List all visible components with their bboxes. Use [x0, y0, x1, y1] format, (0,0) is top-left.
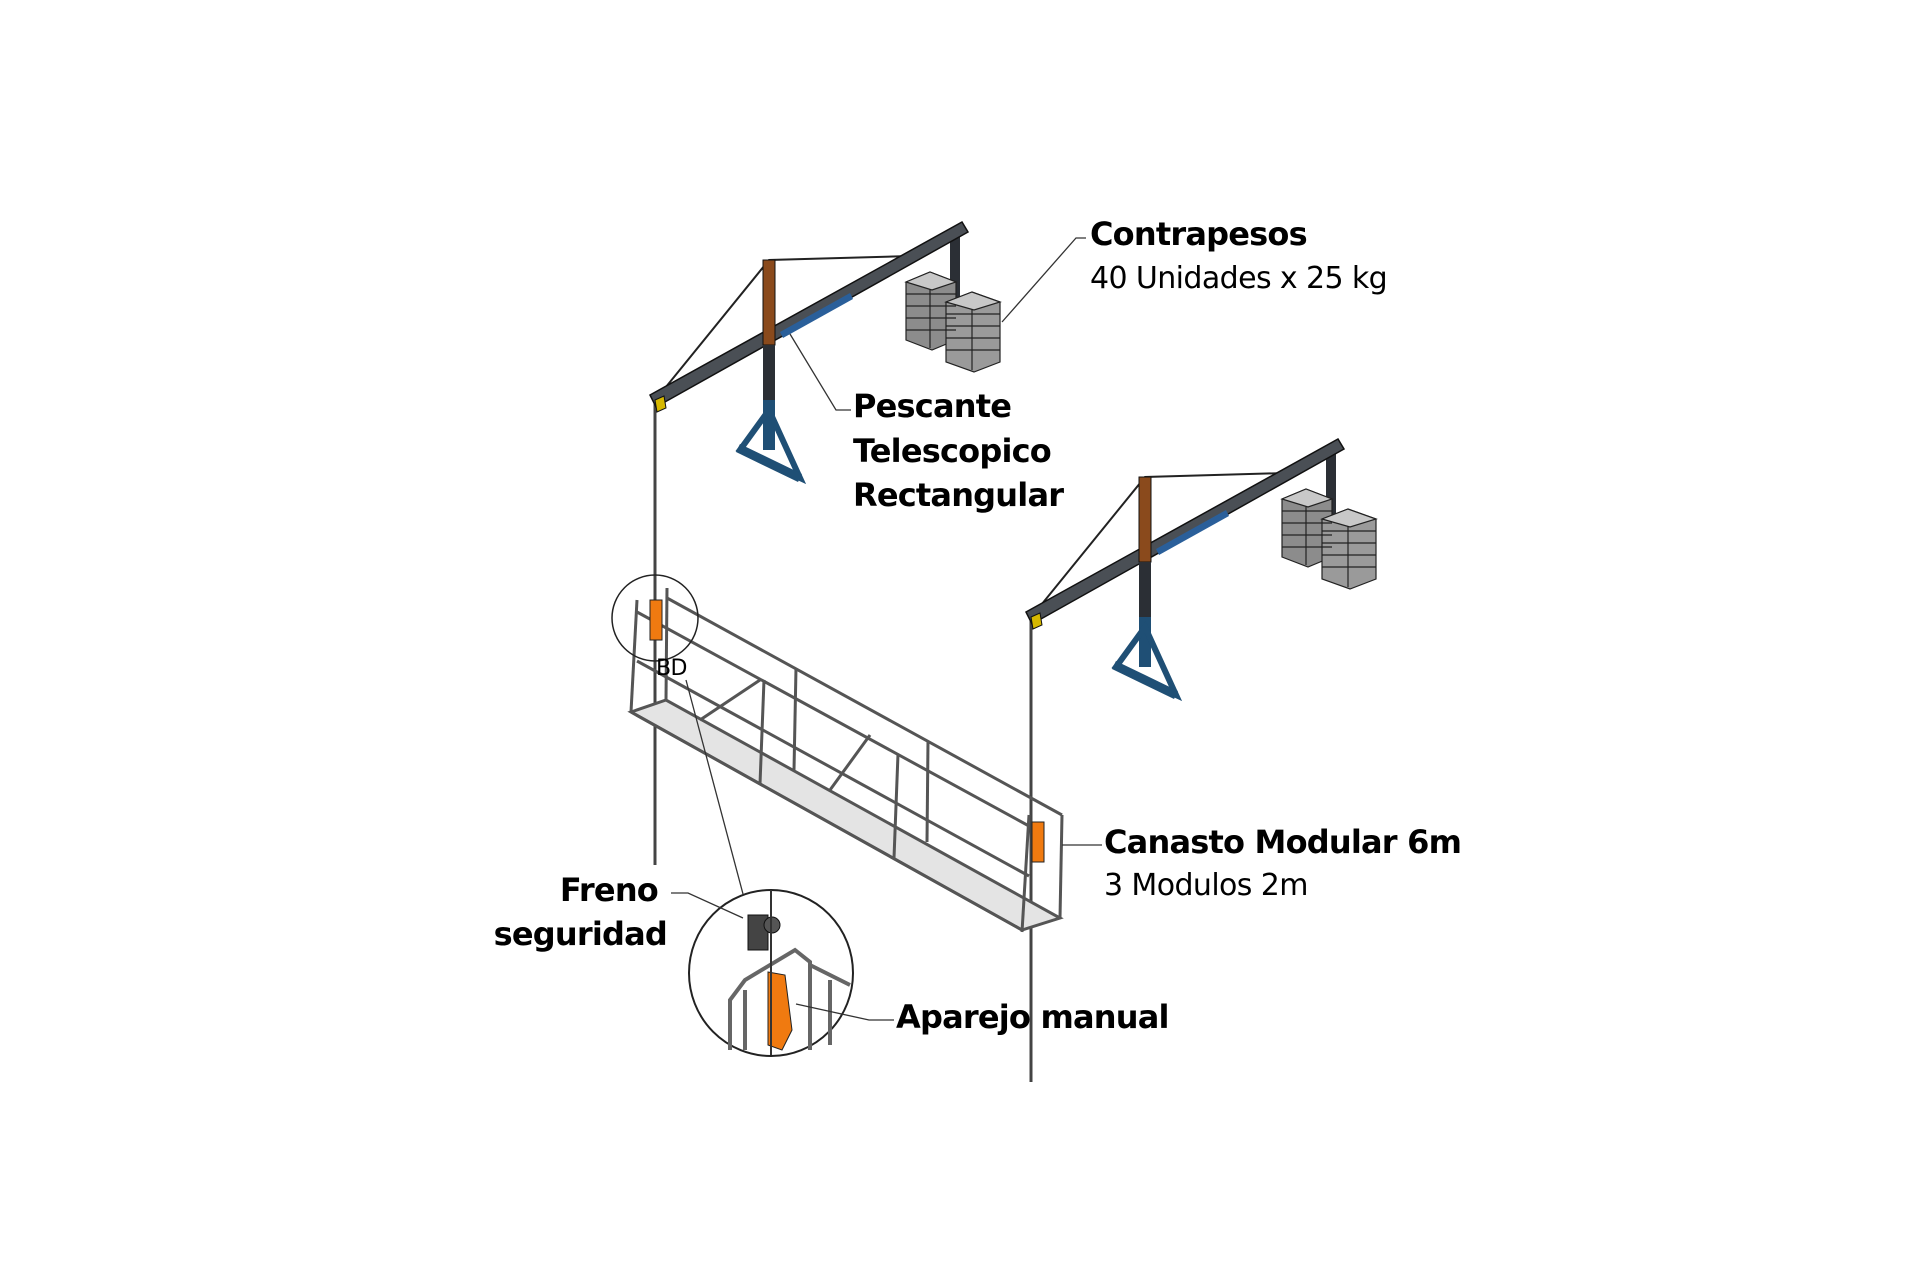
detail-inset	[688, 889, 854, 1057]
davit-label-line3: Rectangular	[853, 476, 1064, 514]
basket-title: Canasto Modular 6m	[1104, 823, 1462, 861]
hoist-label: Aparejo manual	[896, 998, 1170, 1036]
modular-basket	[627, 587, 1064, 933]
brake-label-line1: Freno	[559, 871, 659, 909]
counterweights-title: Contrapesos	[1090, 215, 1308, 253]
detail-mark: BD	[656, 656, 687, 681]
brake-label-line2: seguridad	[493, 915, 668, 953]
leader-lines	[671, 237, 1102, 1021]
davit-label-line2: Telescopico	[853, 432, 1052, 470]
detail-circle	[611, 574, 699, 662]
basket-detail: 3 Modulos 2m	[1104, 868, 1308, 903]
davit-label-line1: Pescante	[853, 387, 1012, 425]
counterweights-detail: 40 Unidades x 25 kg	[1090, 261, 1388, 296]
davit-right	[1026, 439, 1376, 1082]
davit-left	[650, 222, 1000, 865]
